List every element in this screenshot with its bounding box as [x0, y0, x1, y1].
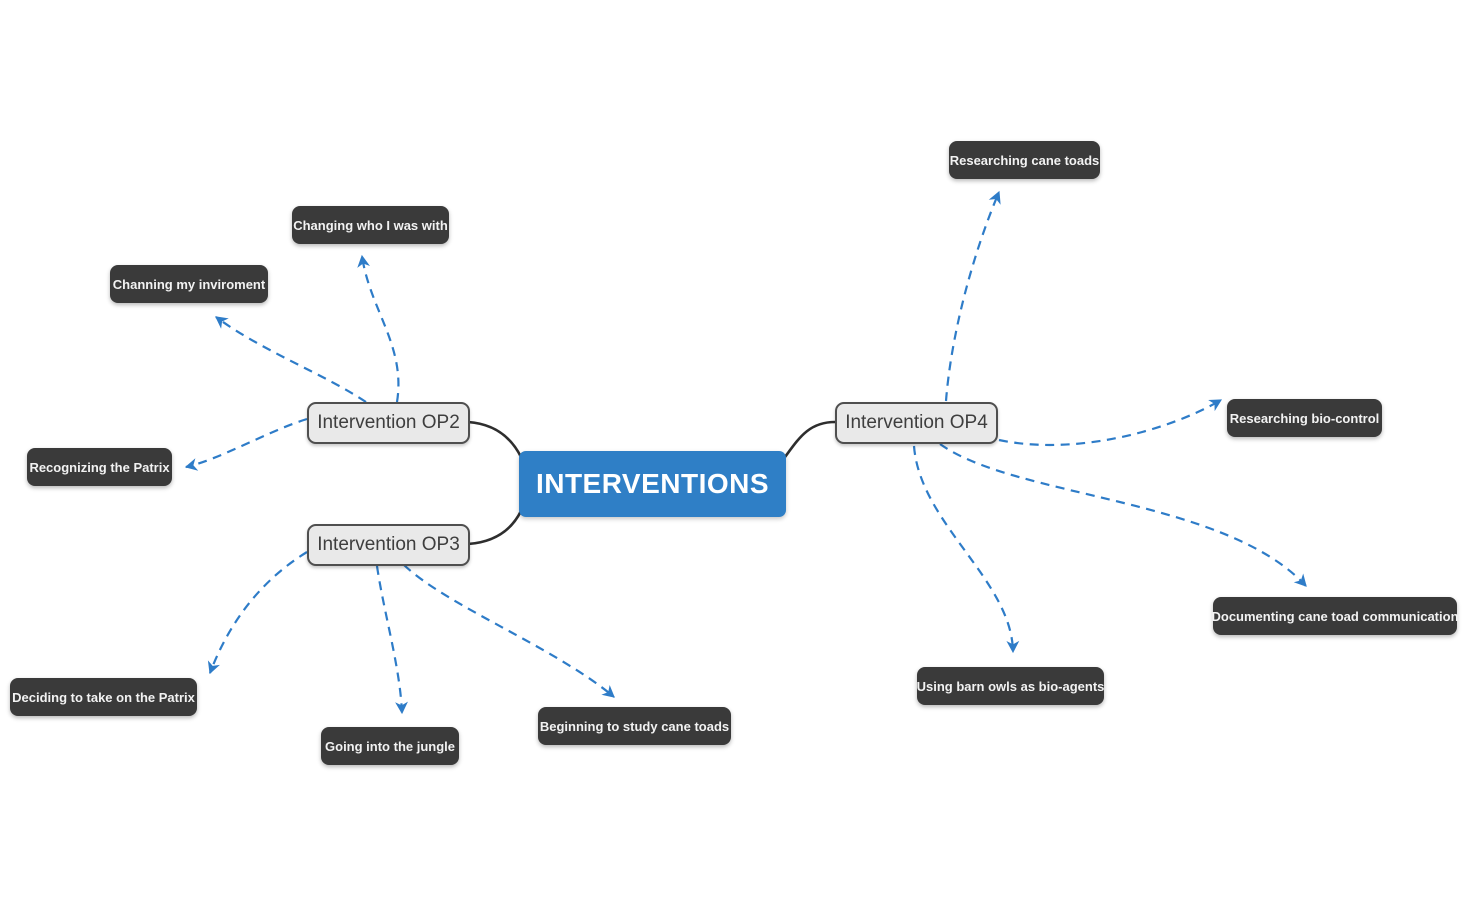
leaf-node-deciding-to-take-on-the-patrix[interactable]: Deciding to take on the Patrix	[10, 678, 197, 716]
edge-op3-deciding	[207, 551, 308, 675]
edge-op3-going	[375, 565, 408, 715]
leaf-node-researching-cane-toads[interactable]: Researching cane toads	[949, 141, 1100, 179]
branch-node-intervention-op2[interactable]: Intervention OP2	[307, 402, 470, 444]
edge-op4-owls	[912, 445, 1020, 654]
branch-node-intervention-op3[interactable]: Intervention OP3	[307, 524, 470, 566]
leaf-node-going-into-the-jungle[interactable]: Going into the jungle	[321, 727, 459, 765]
edge-op2-channing	[215, 316, 367, 403]
edge-op4-researching-toads	[944, 190, 1001, 402]
edge-root-op3	[466, 509, 523, 546]
leaf-node-recognizing-the-patrix[interactable]: Recognizing the Patrix	[27, 448, 172, 486]
leaf-node-researching-bio-control[interactable]: Researching bio-control	[1227, 399, 1382, 437]
edge-op4-documenting	[939, 443, 1307, 587]
leaf-node-channing-my-inviroment[interactable]: Channing my inviroment	[110, 265, 268, 303]
branch-node-intervention-op4[interactable]: Intervention OP4	[835, 402, 998, 444]
edge-op2-recognizing	[184, 417, 308, 471]
edge-op4-bio-control	[998, 399, 1223, 447]
edge-op3-beginning	[403, 564, 615, 698]
central-topic-interventions[interactable]: INTERVENTIONS	[519, 451, 786, 517]
edge-op2-changing	[357, 254, 400, 403]
leaf-node-beginning-to-study-cane-toads[interactable]: Beginning to study cane toads	[538, 707, 731, 745]
leaf-node-documenting-cane-toad-communication[interactable]: Documenting cane toad communication	[1211, 597, 1459, 635]
leaf-node-using-barn-owls-as-bio-agents[interactable]: Using barn owls as bio-agents	[917, 667, 1104, 705]
edge-root-op2	[466, 420, 523, 459]
leaf-node-changing-who-i-was-with[interactable]: Changing who I was with	[292, 206, 449, 244]
edge-root-op4	[783, 420, 837, 459]
